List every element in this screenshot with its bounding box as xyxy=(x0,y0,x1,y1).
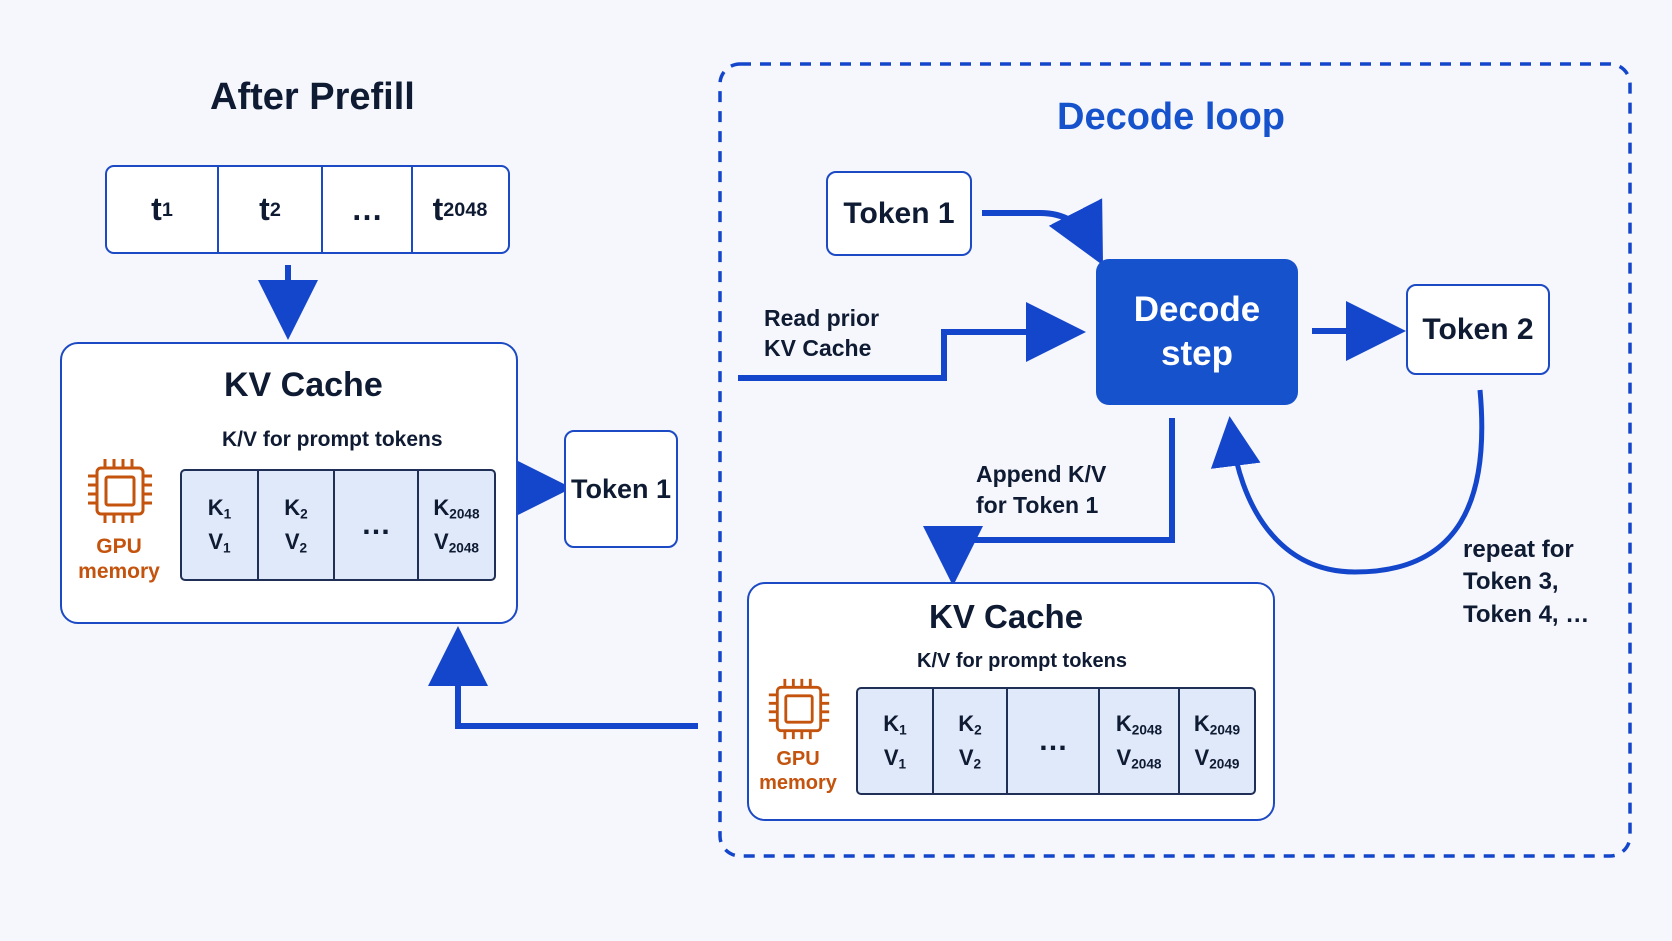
kv-cell: K2 V2 xyxy=(257,471,333,579)
decode-kv-strip: K1 V1 K2 V2 … K2048 V2048 K2049 V2049 xyxy=(856,687,1256,795)
left-output-token-box: Token 1 xyxy=(564,430,678,548)
decode-loop-title: Decode loop xyxy=(1057,96,1286,138)
kv-cell: K2 V2 xyxy=(932,689,1006,793)
decode-gpu-chip-icon xyxy=(766,676,832,747)
token-cell-ellipsis: … xyxy=(321,167,411,252)
decode-kv-cache-title: KV Cache xyxy=(929,598,1084,635)
kv-cell: K2049 V2049 xyxy=(1178,689,1254,793)
decode-output-token-box: Token 2 xyxy=(1406,284,1550,375)
decode-kv-cache-box: KV Cache K/V for prompt tokens GPU memor… xyxy=(747,582,1275,821)
arrow-append-to-cache xyxy=(923,418,1175,586)
left-kv-cache-box: KV Cache K/V for prompt tokens GPU memor… xyxy=(60,342,518,624)
kv-cell: K2048 V2048 xyxy=(417,471,494,579)
decode-step-box: Decode step xyxy=(1096,259,1298,405)
left-gpu-chip-icon xyxy=(85,456,155,531)
arrow-read-to-step xyxy=(738,302,1086,381)
left-kv-cache-subtitle: K/V for prompt tokens xyxy=(222,428,443,451)
kv-cell: K2048 V2048 xyxy=(1098,689,1178,793)
decode-kv-cache-subtitle: K/V for prompt tokens xyxy=(917,650,1128,672)
left-output-token-label: Token 1 xyxy=(570,473,672,504)
left-kv-cache-title: KV Cache xyxy=(224,366,383,404)
kv-cell: K1 V1 xyxy=(883,710,907,772)
arrow-token1-to-step xyxy=(982,198,1104,266)
append-kv-label: Append K/V for Token 1 xyxy=(976,461,1107,519)
decode-gpu-memory-label: GPU memory xyxy=(759,748,837,794)
read-prior-label: Read prior KV Cache xyxy=(764,305,880,361)
decode-output-token-label: Token 2 xyxy=(1422,312,1534,346)
kv-cell-ellipsis: … xyxy=(1006,689,1098,793)
left-gpu-memory-label: GPU memory xyxy=(78,535,160,584)
decode-input-token-box: Token 1 xyxy=(826,171,972,256)
decode-loop-border xyxy=(718,62,1632,858)
arrow-repeat-loop xyxy=(1210,389,1485,575)
kv-cell-ellipsis: … xyxy=(333,471,417,579)
decode-input-token-label: Token 1 xyxy=(843,196,955,230)
after-prefill-title: After Prefill xyxy=(210,76,415,118)
left-kv-strip: K1 V1 K2 V2 … K2048 V2048 xyxy=(180,469,496,581)
kv-cell: K1 V1 xyxy=(207,494,232,556)
arrow-loop-cache-to-left-cache xyxy=(428,626,698,729)
repeat-label: repeat for Token 3, Token 4, … xyxy=(1463,536,1590,628)
